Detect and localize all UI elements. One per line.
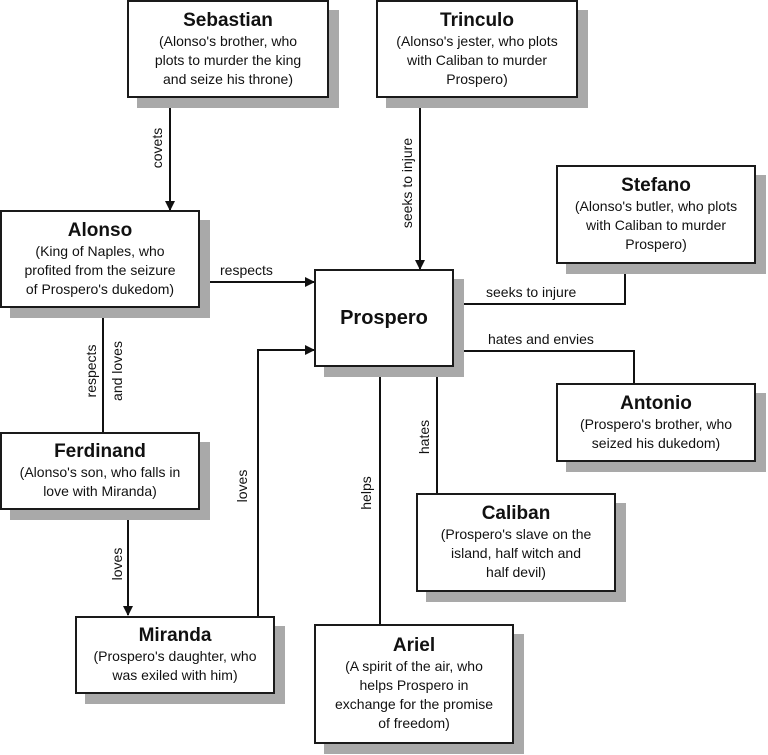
node-desc-line: of freedom) — [378, 715, 450, 731]
node-caliban: Caliban (Prospero's slave on the island,… — [416, 493, 616, 592]
node-desc-line: (Alonso's brother, who — [158, 32, 298, 49]
edge-label-ferdinand-miranda-loves: loves — [109, 547, 125, 581]
edge-label-hates-and-envies: hates and envies — [488, 331, 594, 347]
edge-label-ferdinand-respects: respects — [83, 344, 99, 398]
node-name: Caliban — [481, 503, 551, 524]
node-desc-line: seized his dukedom) — [591, 434, 721, 451]
node-name: Trinculo — [440, 9, 514, 31]
node-desc-line: helps Prospero in — [359, 677, 469, 693]
node-desc-line: Prospero) — [446, 70, 508, 87]
node-antonio: Antonio (Prospero's brother, who seized … — [556, 383, 756, 462]
edge-label-trinculo-seeks: seeks to injure — [399, 137, 415, 229]
node-desc-line: (Alonso's son, who falls in — [19, 464, 181, 480]
node-name: Antonio — [620, 392, 692, 414]
node-name: Miranda — [138, 625, 212, 646]
node-desc-line: Prospero) — [625, 236, 687, 252]
node-desc-line: (Alonso's jester, who plots — [396, 32, 558, 49]
node-desc-line: with Caliban to murder — [406, 51, 548, 68]
node-miranda: Miranda (Prospero's daughter, who was ex… — [75, 616, 275, 694]
node-desc-line: was exiled with him) — [112, 667, 238, 683]
edge-label-helps: helps — [358, 476, 374, 510]
node-name: Ariel — [392, 635, 436, 656]
node-desc-line: with Caliban to murder — [585, 217, 727, 233]
edge-label-respects: respects — [220, 262, 273, 278]
node-desc-line: exchange for the promise — [335, 696, 493, 712]
edge-label-covets: covets — [149, 127, 165, 169]
edge-label-miranda-loves: loves — [234, 469, 250, 503]
node-prospero: Prospero — [314, 269, 454, 367]
node-desc-line: profited from the seizure — [24, 261, 176, 278]
node-name: Ferdinand — [54, 441, 146, 462]
node-ferdinand: Ferdinand (Alonso's son, who falls in lo… — [0, 432, 200, 510]
edge-label-stefano-seeks: seeks to injure — [486, 284, 577, 300]
edge-stefano-prospero — [454, 263, 626, 309]
node-ariel: Ariel (A spirit of the air, who helps Pr… — [314, 624, 514, 744]
node-desc-line: (Prospero's daughter, who — [93, 648, 257, 664]
edge-antonio-prospero — [454, 346, 635, 383]
edge-label-ferdinand-and-loves: and loves — [109, 341, 125, 401]
node-desc-line: (A spirit of the air, who — [345, 658, 483, 674]
node-sebastian: Sebastian (Alonso's brother, who plots t… — [127, 0, 329, 98]
node-desc-line: (Prospero's brother, who — [579, 415, 733, 432]
node-desc-line: (Alonso's butler, who plots — [574, 198, 738, 214]
node-desc-line: half devil) — [486, 564, 546, 580]
node-name: Alonso — [67, 219, 133, 241]
node-desc-line: plots to murder the king — [154, 51, 302, 68]
edge-miranda-prospero — [257, 345, 315, 616]
node-trinculo: Trinculo (Alonso's jester, who plots wit… — [376, 0, 578, 98]
node-desc-line: of Prospero's dukedom) — [25, 280, 175, 297]
node-desc-line: love with Miranda) — [43, 483, 157, 499]
node-stefano: Stefano (Alonso's butler, who plots with… — [556, 165, 756, 264]
node-desc-line: (King of Naples, who — [35, 242, 165, 259]
node-desc-line: (Prospero's slave on the — [440, 526, 592, 542]
node-name: Stefano — [621, 175, 691, 196]
node-desc-line: and seize his throne) — [163, 70, 293, 87]
node-name: Prospero — [340, 307, 428, 329]
node-name: Sebastian — [183, 9, 273, 31]
node-desc-line: island, half witch and — [451, 545, 581, 561]
node-alonso: Alonso (King of Naples, who profited fro… — [0, 210, 200, 308]
edge-label-hates: hates — [416, 419, 432, 455]
